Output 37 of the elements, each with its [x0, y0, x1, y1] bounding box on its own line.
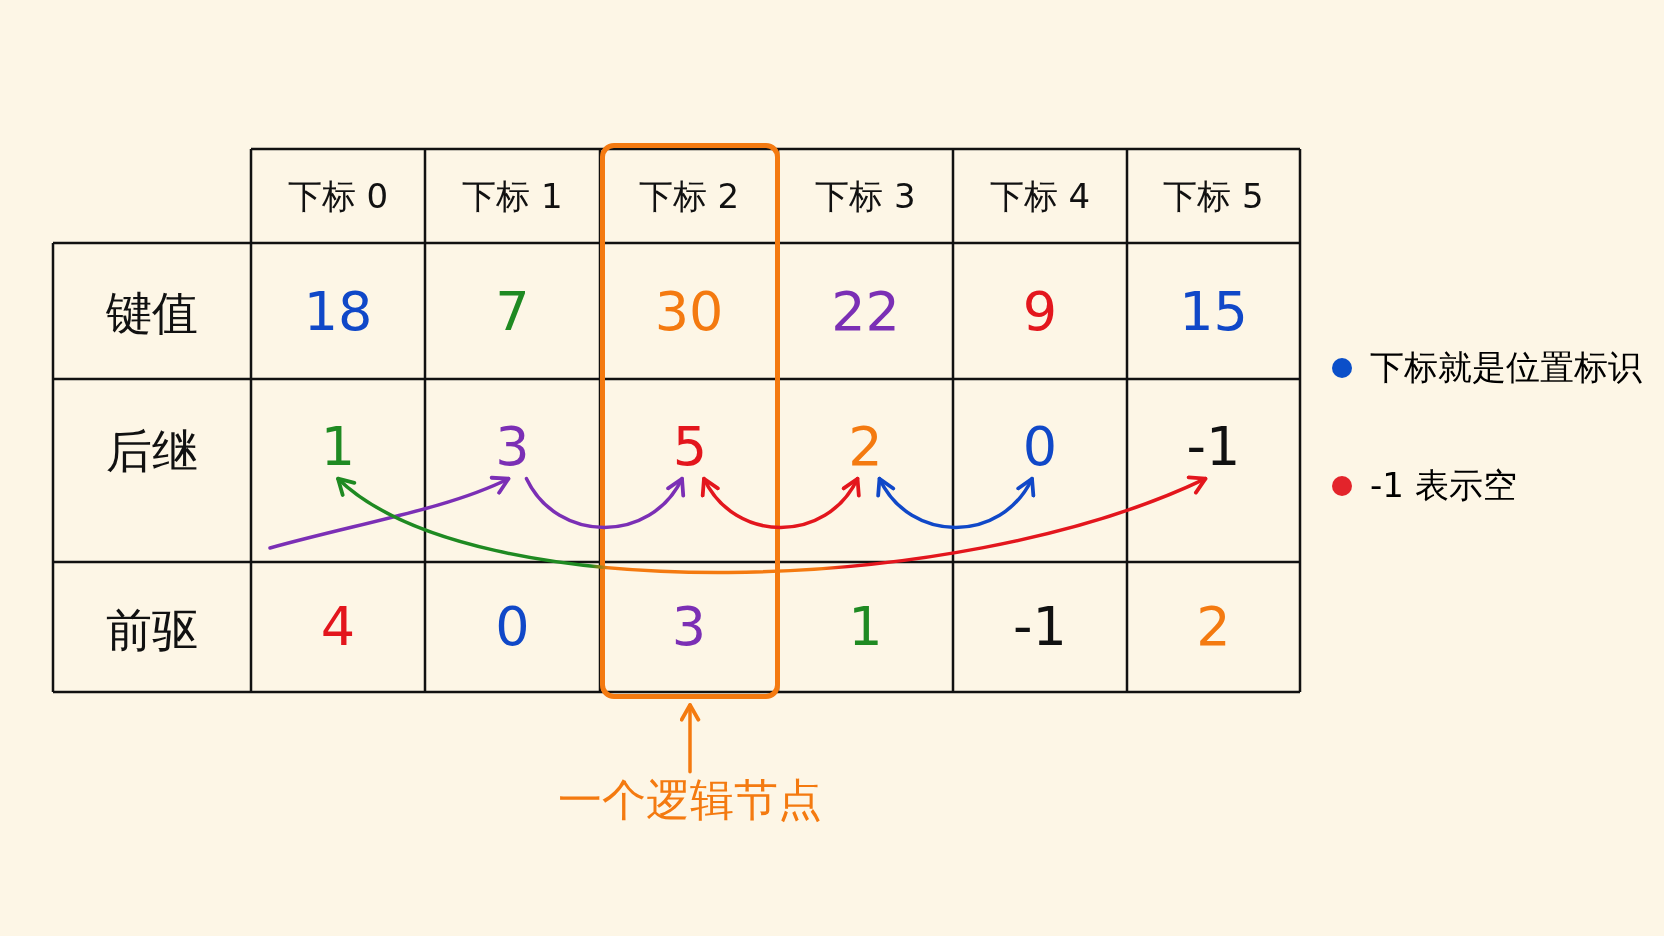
- curved-arrow: [336, 474, 1208, 575]
- predecessor-value: -1: [1013, 597, 1067, 657]
- column-header: 下标 3: [815, 178, 916, 216]
- key-value: 7: [495, 282, 530, 342]
- key-value: 18: [303, 282, 373, 342]
- key-value: 30: [654, 282, 724, 342]
- successor-value: 3: [495, 417, 530, 477]
- curved-arrow: [679, 703, 701, 774]
- highlight-frame: [600, 143, 780, 699]
- column-header: 下标 5: [1163, 178, 1264, 216]
- successor-value: 5: [672, 417, 708, 477]
- row-header: 后继: [106, 425, 198, 477]
- predecessor-value: 4: [320, 597, 356, 657]
- key-value: 22: [831, 282, 900, 342]
- column-header: 下标 0: [287, 178, 389, 216]
- legend-text: 下标就是位置标识: [1370, 346, 1642, 389]
- row-header: 键值: [106, 287, 198, 339]
- curved-arrow: [702, 476, 860, 530]
- annotation-text: 一个逻辑节点: [558, 775, 822, 825]
- legend-text: -1 表示空: [1370, 464, 1517, 507]
- predecessor-value: 0: [495, 597, 530, 657]
- curved-arrow: [877, 476, 1034, 530]
- predecessor-value: 2: [1196, 597, 1231, 657]
- successor-value: -1: [1186, 417, 1241, 477]
- curved-arrow: [524, 476, 684, 530]
- row-header: 前驱: [106, 604, 198, 656]
- key-value: 9: [1022, 282, 1058, 342]
- successor-value: 0: [1022, 417, 1058, 477]
- predecessor-value: 3: [671, 597, 707, 657]
- predecessor-value: 1: [848, 597, 883, 657]
- successor-value: 2: [848, 417, 883, 477]
- key-value: 15: [1179, 282, 1248, 342]
- successor-value: 1: [320, 417, 356, 477]
- column-header: 下标 2: [638, 178, 740, 216]
- curved-arrow: [268, 475, 511, 550]
- column-header: 下标 1: [462, 178, 563, 216]
- column-header: 下标 4: [989, 178, 1091, 216]
